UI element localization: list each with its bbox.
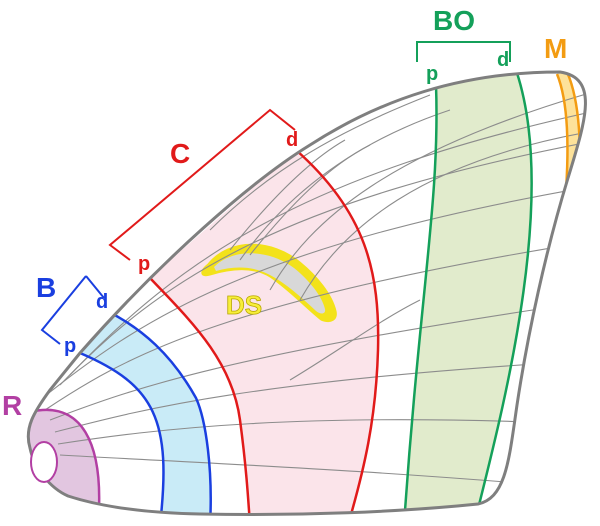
vein <box>59 139 586 386</box>
vein <box>69 109 586 376</box>
label-B-d: d <box>96 291 108 313</box>
bracket-BO <box>416 41 511 62</box>
vein <box>49 299 586 421</box>
ds-fill <box>214 253 326 314</box>
border-BO-distal <box>472 72 533 515</box>
label-R: R <box>2 390 22 421</box>
label-BO-p: p <box>426 63 438 85</box>
wing-outline <box>26 70 587 517</box>
vein <box>289 299 421 381</box>
vein <box>229 139 346 251</box>
vein <box>57 419 586 445</box>
label-C: C <box>170 138 190 169</box>
label-BO: BO <box>433 5 475 36</box>
vein <box>269 89 586 291</box>
border-C-distal <box>295 149 380 515</box>
wing-root-socket <box>30 441 58 483</box>
vein <box>249 144 371 256</box>
border-B-proximal <box>79 351 165 515</box>
label-BO-d: d <box>497 49 509 71</box>
band-B-fill <box>80 310 211 515</box>
band-BO-fill <box>404 72 532 515</box>
vein <box>39 184 586 401</box>
border-B-distal <box>104 308 212 515</box>
label-B: B <box>36 272 56 303</box>
vein <box>239 109 451 261</box>
label-B-p: p <box>64 335 76 357</box>
vein <box>54 359 586 433</box>
vein <box>209 94 431 231</box>
bracket-C <box>108 108 296 261</box>
border-R-inner <box>29 408 101 515</box>
label-M: M <box>544 33 567 64</box>
border-BO-proximal <box>402 84 438 515</box>
label-C-d: d <box>286 129 298 151</box>
vein <box>299 129 586 301</box>
veins <box>39 89 586 491</box>
label-C-p: p <box>138 253 150 275</box>
label-DS: DS <box>226 290 262 320</box>
band-C-fill <box>150 150 379 515</box>
bracket-B <box>40 275 105 345</box>
vein <box>44 239 586 411</box>
border-C-proximal <box>149 277 252 515</box>
